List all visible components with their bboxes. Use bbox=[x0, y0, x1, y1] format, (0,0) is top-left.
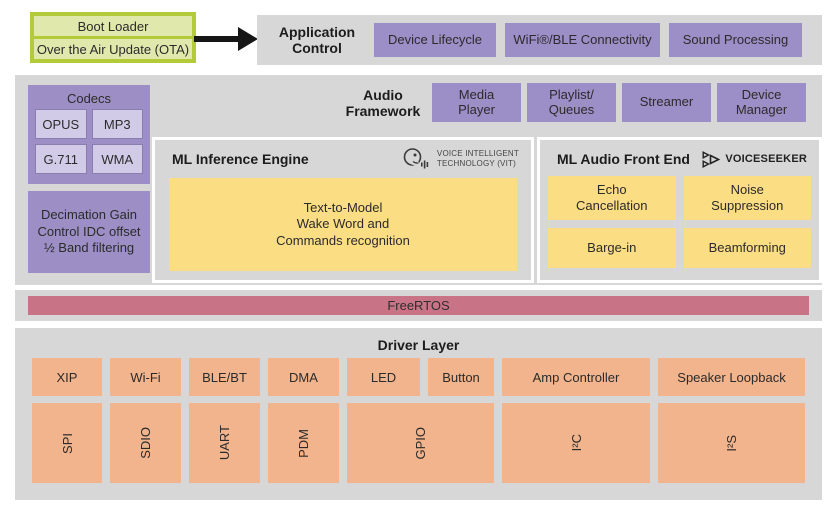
driver-speaker-loopback-box: Speaker Loopback bbox=[658, 358, 805, 396]
freertos-bar: FreeRTOS bbox=[28, 296, 809, 315]
codec-opus-label: OPUS bbox=[42, 116, 80, 132]
driver-layer-title: Driver Layer bbox=[377, 337, 460, 353]
device-lifecycle-label: Device Lifecycle bbox=[388, 31, 482, 47]
freertos-panel: FreeRTOS bbox=[15, 290, 822, 321]
ml-inference-header: ML Inference Engine VOICE IN bbox=[155, 140, 531, 174]
driver-dma-box: DMA bbox=[268, 358, 339, 396]
wifi-ble-connectivity-label: WiFi®/BLE Connectivity bbox=[513, 31, 652, 47]
ota-update-box: Over the Air Update (OTA) bbox=[34, 39, 192, 59]
codecs-title: Codecs bbox=[66, 91, 112, 106]
device-lifecycle-box: Device Lifecycle bbox=[374, 23, 496, 57]
driver-sdio-label: SDIO bbox=[138, 427, 153, 459]
ml-audio-front-end-title: ML Audio Front End bbox=[557, 150, 690, 167]
boot-loader-label: Boot Loader bbox=[77, 18, 149, 34]
codec-g711-box: G.711 bbox=[35, 144, 87, 174]
driver-sdio-box: SDIO bbox=[110, 403, 181, 483]
application-control-panel: Application Control Device Lifecycle WiF… bbox=[257, 15, 822, 65]
device-manager-box: Device Manager bbox=[717, 83, 806, 122]
sound-processing-label: Sound Processing bbox=[682, 31, 789, 47]
driver-gpio-box: GPIO bbox=[347, 403, 494, 483]
driver-button-box: Button bbox=[428, 358, 494, 396]
driver-i2c-box: I²C bbox=[502, 403, 650, 483]
ml-audio-front-end-grid: Echo Cancellation Noise Suppression Barg… bbox=[548, 176, 811, 268]
voiceseeker-triangles-icon bbox=[702, 150, 721, 168]
driver-uart-box: UART bbox=[189, 403, 260, 483]
driver-i2c-label: I²C bbox=[568, 434, 584, 452]
ota-update-label: Over the Air Update (OTA) bbox=[36, 41, 190, 57]
codec-wma-label: WMA bbox=[101, 151, 134, 167]
boot-loader-group: Boot Loader Over the Air Update (OTA) bbox=[30, 12, 196, 63]
driver-led-box: LED bbox=[347, 358, 420, 396]
driver-uart-label: UART bbox=[217, 425, 232, 461]
wifi-ble-connectivity-box: WiFi®/BLE Connectivity bbox=[505, 23, 660, 57]
driver-wifi-box: Wi-Fi bbox=[110, 358, 181, 396]
decimation-box: Decimation Gain Control IDC offset ½ Ban… bbox=[28, 191, 150, 273]
ml-inference-panel: ML Inference Engine VOICE IN bbox=[152, 137, 534, 283]
codec-g711-label: G.711 bbox=[43, 151, 78, 167]
noise-suppression-box: Noise Suppression bbox=[683, 176, 811, 220]
codec-mp3-box: MP3 bbox=[91, 109, 143, 139]
echo-cancellation-box: Echo Cancellation bbox=[548, 176, 676, 220]
driver-pdm-label: PDM bbox=[296, 428, 311, 458]
audio-framework-title: Audio Framework bbox=[345, 87, 421, 120]
voiceseeker-logo-text: VOICESEEKER bbox=[725, 153, 807, 165]
ml-audio-front-end-panel: ML Audio Front End VOICESEEKER Echo Canc… bbox=[537, 137, 822, 283]
playlist-queues-box: Playlist/ Queues bbox=[527, 83, 616, 122]
barge-in-box: Barge-in bbox=[548, 228, 676, 268]
audio-framework-boxes: Media Player Playlist/ Queues Streamer D… bbox=[432, 83, 806, 122]
codec-mp3-label: MP3 bbox=[103, 116, 131, 132]
driver-xip-box: XIP bbox=[32, 358, 102, 396]
driver-blebt-box: BLE/BT bbox=[189, 358, 260, 396]
driver-i2s-label: I²S bbox=[724, 434, 739, 452]
voiceseeker-logo: VOICESEEKER bbox=[702, 150, 807, 168]
ml-inference-title: ML Inference Engine bbox=[172, 150, 309, 167]
driver-layer-grid: XIP Wi-Fi BLE/BT DMA LED Button Amp Cont… bbox=[32, 358, 805, 483]
driver-amp-controller-box: Amp Controller bbox=[502, 358, 650, 396]
boot-loader-box: Boot Loader bbox=[34, 16, 192, 36]
driver-spi-label: SPI bbox=[59, 432, 75, 454]
text-to-model-box: Text-to-Model Wake Word and Commands rec… bbox=[169, 178, 517, 271]
vit-logo: VOICE INTELLIGENT TECHNOLOGY (VIT) bbox=[402, 146, 519, 172]
codecs-group: Codecs OPUS MP3 G.711 WMA bbox=[28, 85, 150, 184]
streamer-box: Streamer bbox=[622, 83, 711, 122]
sound-processing-box: Sound Processing bbox=[669, 23, 802, 57]
codec-opus-box: OPUS bbox=[35, 109, 87, 139]
audio-framework-panel: Codecs OPUS MP3 G.711 WMA Decimation Gai… bbox=[15, 75, 822, 285]
codec-wma-box: WMA bbox=[91, 144, 143, 174]
driver-i2s-box: I²S bbox=[658, 403, 805, 483]
media-player-box: Media Player bbox=[432, 83, 521, 122]
decimation-label: Decimation Gain Control IDC offset ½ Ban… bbox=[37, 206, 141, 256]
driver-spi-box: SPI bbox=[32, 403, 102, 483]
driver-gpio-label: GPIO bbox=[413, 426, 428, 460]
voice-head-icon bbox=[402, 146, 432, 172]
vit-logo-text: VOICE INTELLIGENT TECHNOLOGY (VIT) bbox=[436, 149, 519, 168]
application-control-title: Application Control bbox=[278, 23, 356, 56]
flow-arrow-icon bbox=[194, 27, 258, 51]
beamforming-box: Beamforming bbox=[683, 228, 811, 268]
codecs-grid: OPUS MP3 G.711 WMA bbox=[35, 109, 143, 174]
freertos-label: FreeRTOS bbox=[387, 298, 450, 313]
driver-layer-panel: Driver Layer XIP Wi-Fi BLE/BT DMA LED Bu… bbox=[15, 328, 822, 500]
driver-pdm-box: PDM bbox=[268, 403, 339, 483]
ml-audio-front-end-header: ML Audio Front End VOICESEEKER bbox=[540, 140, 819, 174]
